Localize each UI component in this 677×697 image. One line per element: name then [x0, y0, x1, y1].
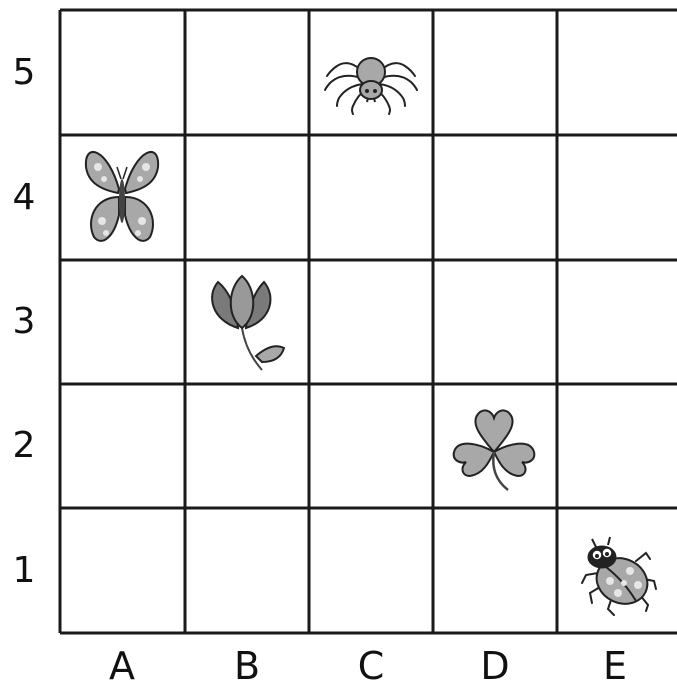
row-label-1: 1 [0, 553, 48, 589]
row-label-3: 3 [0, 304, 48, 340]
column-label-d: D [433, 647, 557, 685]
column-label-a: A [60, 647, 184, 685]
row-label-4: 4 [0, 180, 48, 216]
column-label-c: C [309, 647, 433, 685]
column-label-b: B [185, 647, 309, 685]
column-label-e: E [553, 647, 677, 685]
row-label-2: 2 [0, 428, 48, 464]
row-label-5: 5 [0, 55, 48, 91]
